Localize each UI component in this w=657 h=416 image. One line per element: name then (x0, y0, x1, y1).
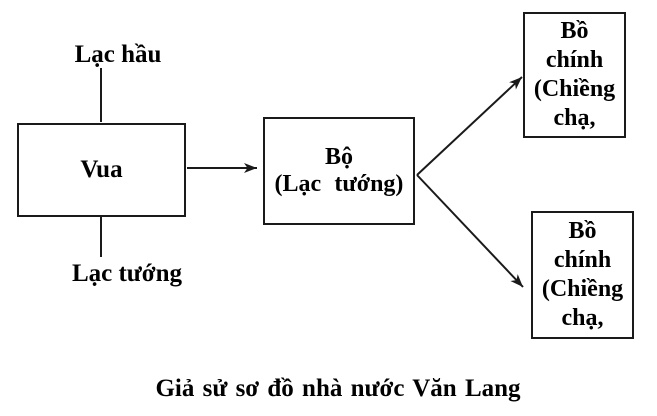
box-bo-chinh-top-line1: Bồ (560, 18, 589, 44)
box-bo-chinh-bottom-line1: Bồ (568, 218, 597, 244)
diagram-caption: Giả sử sơ đồ nhà nước Văn Lang (155, 375, 521, 402)
box-bo-line2: (Lạc tướng) (274, 171, 404, 197)
box-bo-chinh-bottom-line3: (Chiềng (541, 276, 624, 302)
box-vua: Vua (17, 123, 186, 217)
box-bo-chinh-top-line3: (Chiềng (533, 76, 616, 102)
box-bo-chinh-bottom-line2: chính (553, 247, 612, 273)
box-vua-label: Vua (80, 156, 123, 183)
label-lac-tuong: Lạc tướng (71, 260, 183, 287)
box-bo-chinh-top-line4: chạ, (553, 105, 596, 131)
box-bo-line1: Bộ (324, 144, 353, 170)
label-lac-hau: Lạc hầu (74, 41, 162, 68)
box-bo-chinh-bottom-line4: chạ, (561, 305, 604, 331)
box-bo: Bộ (Lạc tướng) (263, 117, 415, 225)
box-bo-chinh-top: Bồ chính (Chiềng chạ, (523, 12, 626, 138)
arrow-bo-to-bo-chinh-bottom (416, 174, 524, 288)
box-bo-chinh-bottom: Bồ chính (Chiềng chạ, (531, 211, 634, 339)
arrow-bo-to-bo-chinh-top (416, 76, 523, 176)
box-bo-chinh-top-line2: chính (545, 47, 604, 73)
